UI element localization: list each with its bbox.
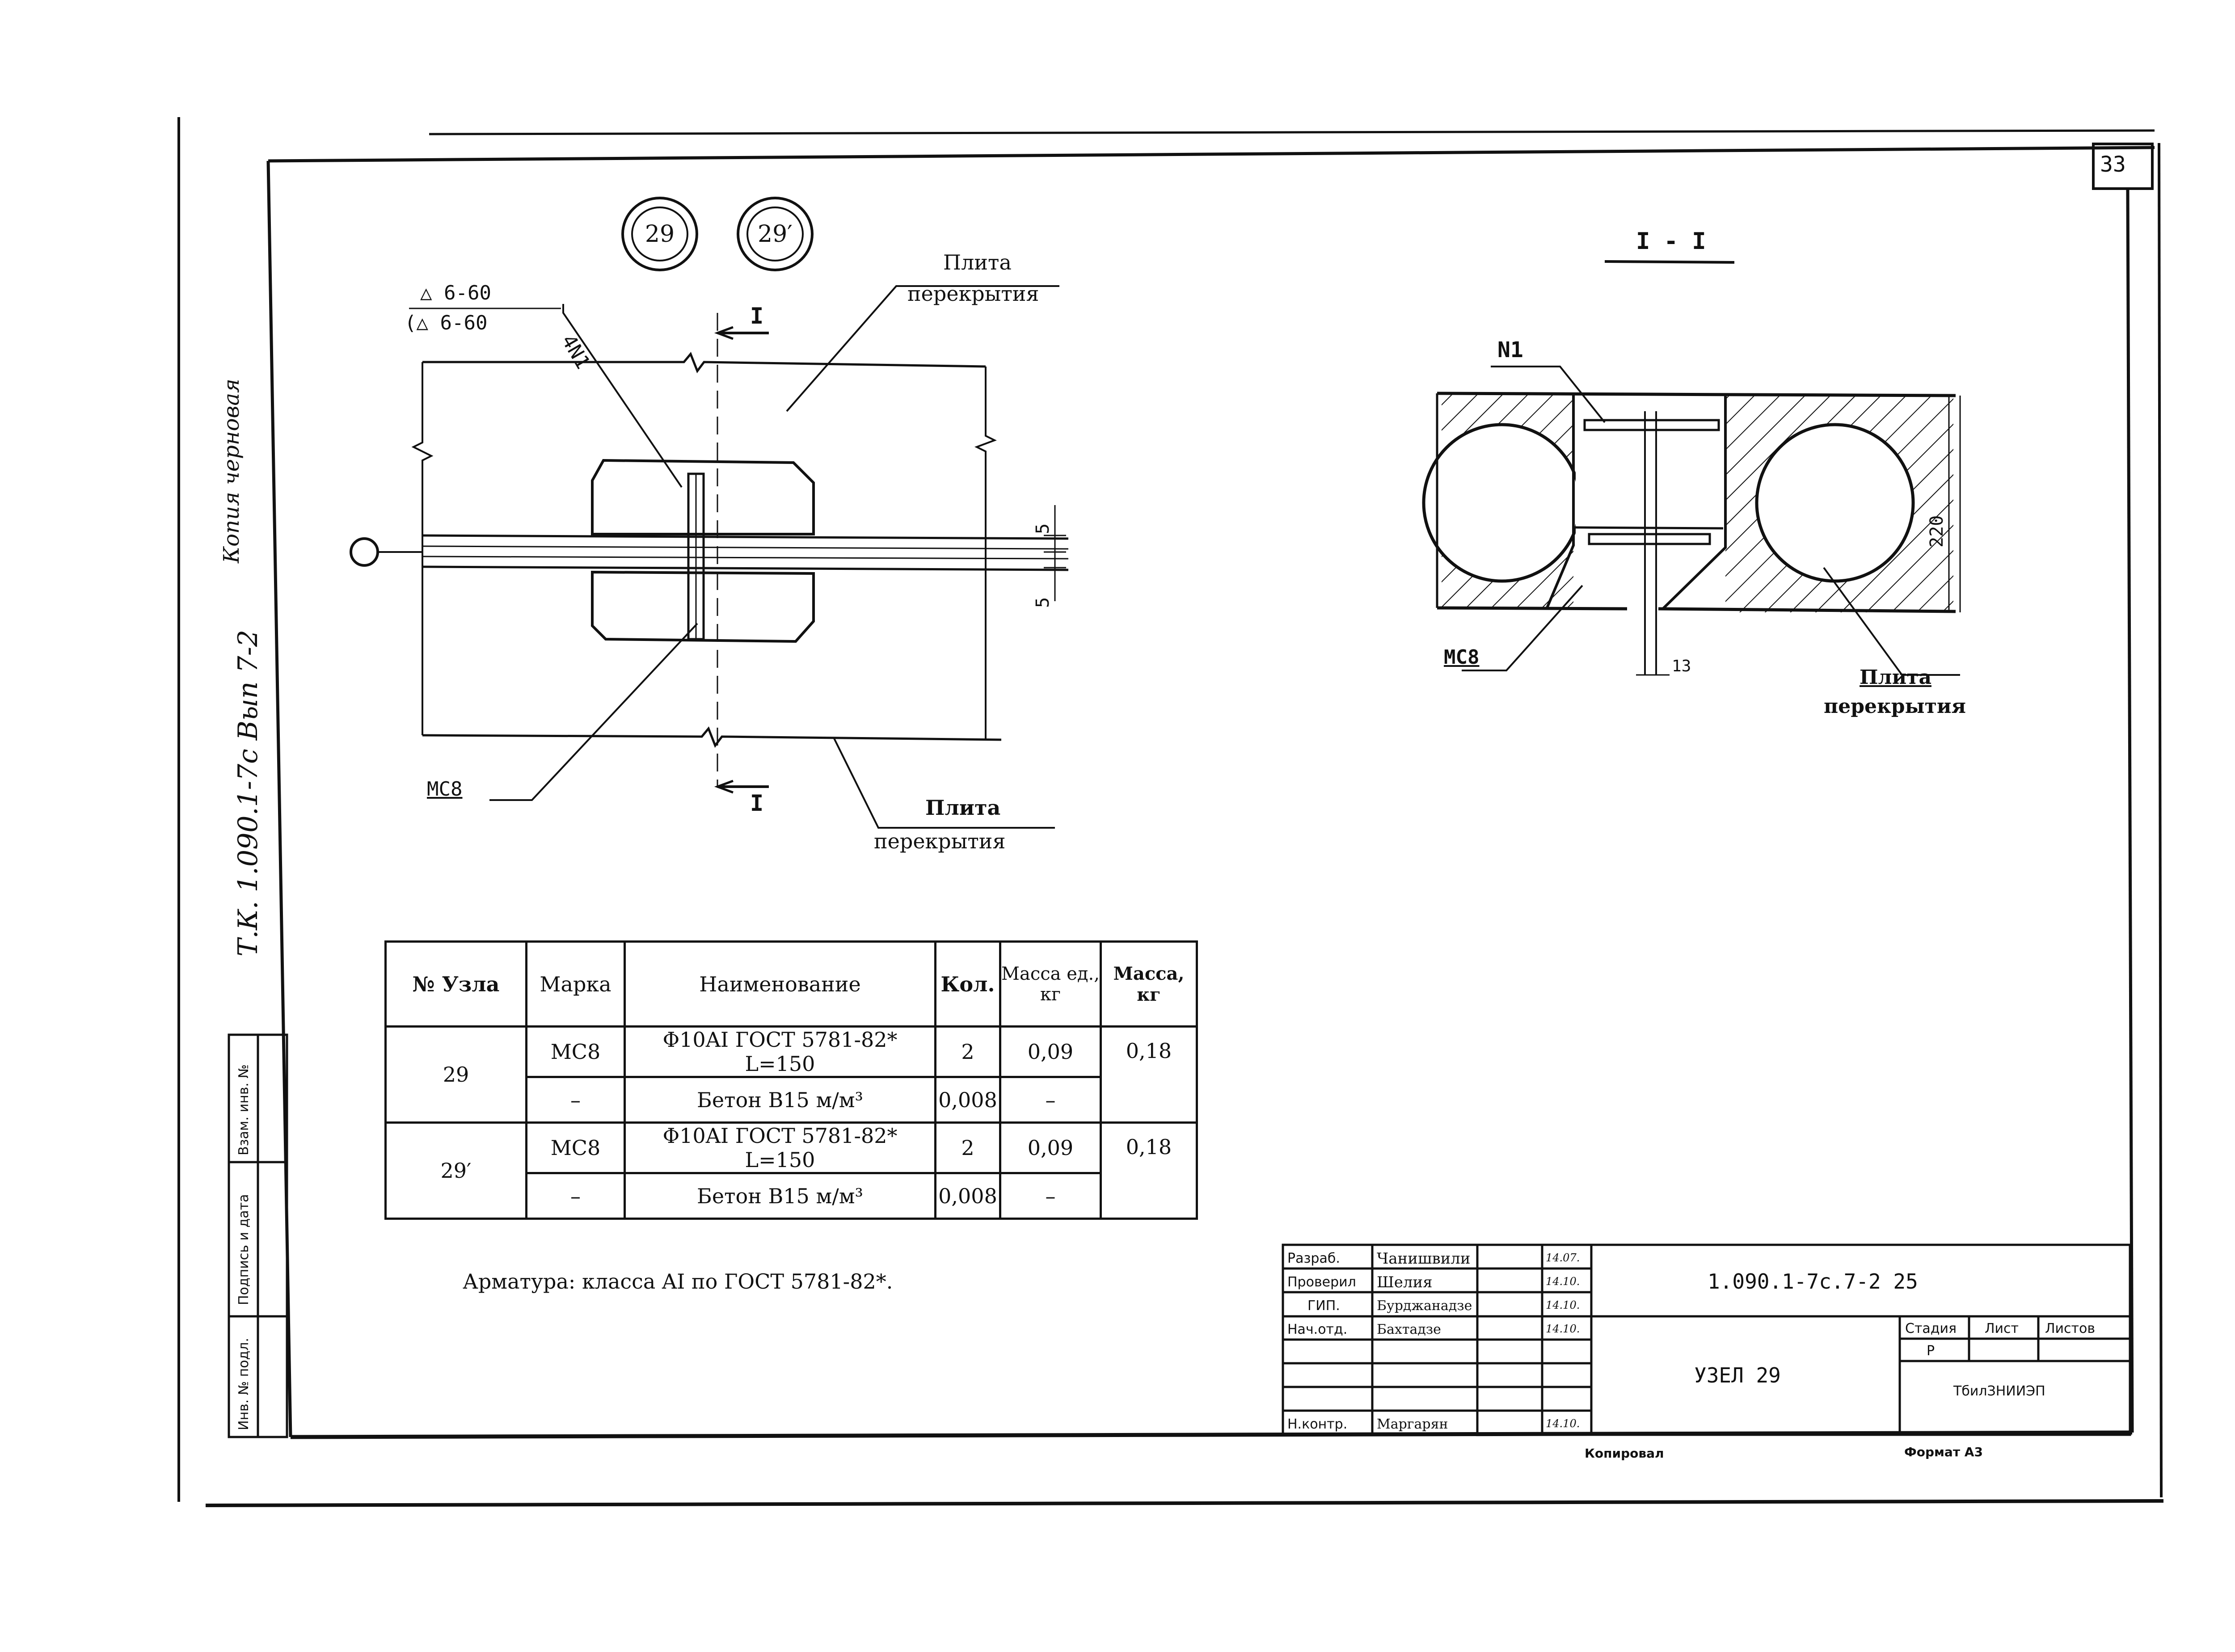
spec-name-cell: Бетон В15 м/м³: [624, 1172, 936, 1220]
reinforcement-note: Арматура: класса AI по ГОСТ 5781-82*.: [463, 1269, 893, 1294]
table-row: – Бетон В15 м/м³ 0,008 –: [386, 1076, 1197, 1124]
tb-date-7: 14.10.: [1546, 1417, 1580, 1430]
spec-mark-cell: МС8: [525, 1025, 626, 1078]
tb-role-1: Проверил: [1287, 1274, 1356, 1290]
plan-mark-mc8: МС8: [427, 778, 463, 801]
plan-slab-bottom-label-2: перекрытия: [874, 829, 1006, 853]
strip-inv-no: Инв. № подл.: [236, 1338, 252, 1430]
section-rebar-n1: N1: [1497, 337, 1523, 362]
table-row: 29′ МС8 Φ10AI ГОСТ 5781-82* L=150 2 0,09…: [384, 1121, 1198, 1220]
node-ref-29: 29: [621, 197, 698, 271]
tb-date-1: 14.10.: [1546, 1275, 1580, 1288]
plan-slab-top-label-1: Плита: [943, 250, 1012, 274]
page-number: 33: [2100, 152, 2126, 177]
plan-view: [350, 285, 1069, 829]
strip-sign-date: Подпись и дата: [236, 1194, 252, 1306]
section-mark-mc8: МС8: [1444, 646, 1480, 669]
spec-qty-cell: 2: [934, 1025, 1001, 1078]
binding-strip: [228, 1033, 288, 1438]
section-mark-bottom: I: [750, 790, 764, 816]
section-view: [1422, 260, 1961, 676]
weld-label-1: △ 6-60: [420, 282, 491, 304]
spec-name-cell: Φ10AI ГОСТ 5781-82* L=150: [624, 1025, 936, 1078]
spec-header-qty: Кол.: [934, 940, 1001, 1028]
weld-label-2: (△ 6-60: [405, 312, 488, 334]
tb-name-3: Бахтадзе: [1377, 1322, 1441, 1337]
section-gap-dim: 13: [1672, 657, 1691, 675]
tb-sheets-header: Листов: [2045, 1321, 2096, 1336]
section-height-dim: 220: [1927, 515, 1947, 548]
tb-stage-header: Стадия: [1905, 1321, 1957, 1336]
tb-doc-code: 1.090.1-7с.7-2 25: [1708, 1269, 1918, 1294]
tb-role-2: ГИП.: [1307, 1298, 1340, 1314]
spec-header-mass: Масса, кг: [1100, 940, 1198, 1028]
tb-organization: ТбилЗНИИЭП: [1953, 1383, 2045, 1399]
spec-unit-mass-cell: 0,09: [999, 1025, 1102, 1078]
tb-role-3: Нач.отд.: [1287, 1322, 1348, 1337]
spec-mark-cell: –: [525, 1076, 626, 1124]
section-mark-top: I: [750, 303, 764, 329]
node-ref-29prime: 29′: [737, 197, 814, 271]
plan-slab-bottom-label-1: Плита: [925, 796, 1001, 820]
plan-slab-top-label-2: перекрытия: [907, 282, 1039, 306]
tb-name-0: Чанишвили: [1377, 1250, 1471, 1268]
spec-qty-cell: 0,008: [934, 1172, 1001, 1220]
gap-dim-2: 5: [1033, 597, 1053, 608]
tb-date-2: 14.10.: [1546, 1299, 1580, 1311]
spec-mark-cell: МС8: [525, 1121, 626, 1174]
spec-table: № Узла Марка Наименование Кол. Масса ед.…: [384, 940, 1198, 1220]
tb-name-1: Шелия: [1377, 1273, 1433, 1291]
spec-node-cell: 29: [384, 1025, 527, 1124]
tb-name-2: Бурджанадзе: [1377, 1298, 1472, 1314]
tb-sheet-header: Лист: [1985, 1321, 2019, 1336]
node-ref-29-label: 29: [631, 206, 688, 261]
tb-date-0: 14.07.: [1546, 1252, 1580, 1264]
inner-frame: [266, 143, 2163, 1498]
spec-mass-cell: 0,18: [1100, 1025, 1198, 1124]
section-slab-label-1: Плита: [1860, 666, 1931, 689]
spec-mark-cell: –: [525, 1172, 626, 1220]
spec-name-cell: Бетон В15 м/м³: [624, 1076, 936, 1124]
spec-header-mark: Марка: [525, 940, 626, 1028]
spec-header-name: Наименование: [624, 940, 936, 1028]
outer-border: [177, 117, 2164, 1507]
side-stamp: Копия черновая: [219, 379, 244, 563]
spec-qty-cell: 2: [934, 1121, 1001, 1174]
spec-header-node: № Узла: [384, 940, 527, 1028]
spec-qty-cell: 0,008: [934, 1076, 1001, 1124]
tb-role-0: Разраб.: [1287, 1251, 1340, 1266]
tb-sheet-title: УЗЕЛ 29: [1694, 1363, 1781, 1387]
section-title: I - I: [1636, 228, 1706, 255]
tb-date-3: 14.10.: [1546, 1323, 1580, 1335]
tb-stage-value: Р: [1927, 1343, 1935, 1359]
table-row: – Бетон В15 м/м³ 0,008 –: [386, 1172, 1197, 1220]
table-row: 29 МС8 Φ10AI ГОСТ 5781-82* L=150 2 0,09 …: [384, 1025, 1198, 1124]
spec-mass-cell: 0,18: [1100, 1121, 1198, 1220]
node-ref-29prime-label: 29′: [746, 206, 804, 261]
title-block: [1282, 1243, 2131, 1436]
strip-replace-inv: Взам. инв. №: [236, 1064, 252, 1155]
spec-name-cell: Φ10AI ГОСТ 5781-82* L=150: [624, 1121, 936, 1174]
spec-header-unit-mass: Масса ед., кг: [999, 940, 1102, 1028]
side-doc-ref: Т.К. 1.090.1-7с Вып 7-2: [232, 629, 264, 957]
tb-name-7: Маргарян: [1377, 1416, 1448, 1432]
spec-node-cell: 29′: [384, 1121, 527, 1220]
spec-unit-mass-cell: –: [999, 1172, 1102, 1220]
spec-header-row: № Узла Марка Наименование Кол. Масса ед.…: [384, 940, 1198, 1028]
tb-role-7: Н.контр.: [1287, 1416, 1348, 1432]
gap-dim-1: 5: [1033, 523, 1053, 534]
tb-copied: Копировал: [1585, 1446, 1664, 1461]
section-slab-label-2: перекрытия: [1824, 695, 1966, 718]
spec-unit-mass-cell: 0,09: [999, 1121, 1102, 1174]
tb-format: Формат А3: [1904, 1445, 1983, 1459]
spec-unit-mass-cell: –: [999, 1076, 1102, 1124]
